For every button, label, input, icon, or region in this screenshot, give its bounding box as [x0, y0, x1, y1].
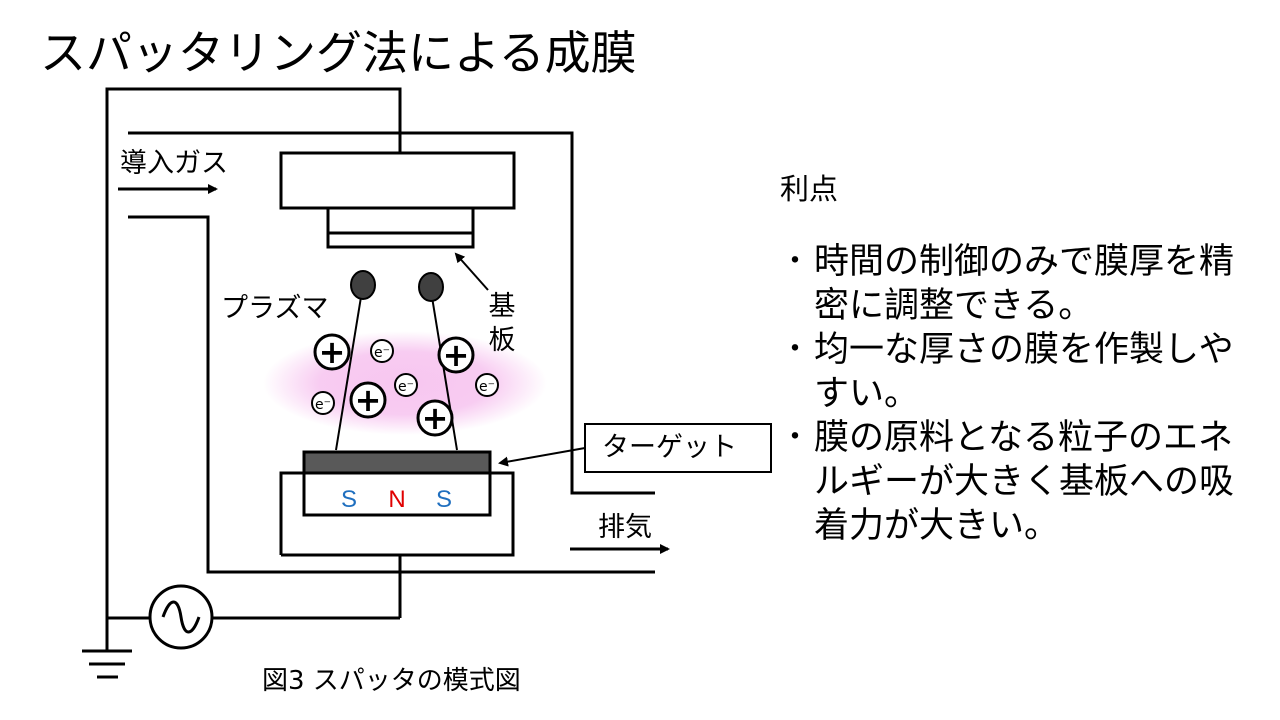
svg-text:e⁻: e⁻ — [479, 379, 495, 395]
substrate-pointer-arrow — [454, 252, 489, 291]
sputtered-particle — [350, 270, 376, 300]
svg-text:e⁻: e⁻ — [315, 397, 331, 413]
advantages-list: ・ 時間の制御のみで膜厚を精密に調整できる。 ・ 均一な厚さの膜を作製しやすい。… — [780, 240, 1254, 548]
svg-text:+: + — [422, 399, 449, 437]
ground-icon — [82, 618, 132, 679]
target-pointer-arrow — [498, 447, 586, 467]
ion-icon: + — [437, 336, 475, 374]
svg-text:e⁻: e⁻ — [398, 379, 414, 395]
ion-icon: + — [416, 399, 454, 437]
advantage-text: 時間の制御のみで膜厚を精密に調整できる。 — [814, 242, 1235, 326]
target-label: ターゲット — [602, 432, 737, 463]
electron-icon: e⁻ — [394, 373, 418, 397]
advantage-item: ・ 均一な厚さの膜を作製しやすい。 — [780, 328, 1254, 416]
svg-text:+: + — [355, 381, 382, 419]
ac-wave-icon — [161, 600, 201, 634]
bullet-mark: ・ — [780, 420, 810, 455]
advantage-item: ・ 膜の原料となる粒子のエネルギーが大きく基板への吸着力が大きい。 — [780, 416, 1254, 548]
exhaust-label: 排気 — [598, 512, 652, 543]
ion-icon: + — [349, 381, 387, 419]
particle-trajectory — [431, 296, 458, 451]
plasma-label: プラズマ — [221, 293, 329, 324]
target-label-box — [584, 423, 772, 473]
advantage-text: 膜の原料となる粒子のエネルギーが大きく基板への吸着力が大きい。 — [814, 418, 1235, 546]
svg-text:+: + — [319, 333, 346, 371]
ion-icon: + — [313, 333, 351, 371]
target — [302, 450, 492, 475]
electron-icon: e⁻ — [370, 339, 394, 363]
electron-icon: e⁻ — [311, 391, 335, 415]
svg-text:e⁻: e⁻ — [374, 345, 390, 361]
substrate-holder — [279, 151, 516, 210]
magnet-pole-s-right: S — [436, 486, 452, 513]
figure-caption: 図3 スパッタの模式図 — [262, 666, 521, 696]
svg-text:+: + — [443, 336, 470, 374]
magnet-pole-s-left: S — [341, 486, 357, 513]
substrate-plate — [326, 206, 475, 235]
substrate-label: 基板 — [488, 291, 516, 356]
bullet-mark: ・ — [780, 244, 810, 279]
particle-trajectory — [335, 296, 362, 451]
bullet-mark: ・ — [780, 332, 810, 367]
power-circuit — [105, 87, 402, 620]
substrate — [326, 231, 475, 249]
magnet — [302, 471, 492, 517]
slide-title: スパッタリング法による成膜 — [40, 26, 637, 80]
advantage-text: 均一な厚さの膜を作製しやすい。 — [814, 330, 1234, 414]
electron-icon: e⁻ — [475, 373, 499, 397]
advantage-item: ・ 時間の制御のみで膜厚を精密に調整できる。 — [780, 240, 1254, 328]
magnet-pole-n: N — [388, 486, 405, 513]
advantages-heading: 利点 — [780, 172, 839, 206]
sputtered-particle — [418, 272, 444, 302]
chamber-wall — [128, 131, 655, 574]
gas-inlet-label: 導入ガス — [120, 148, 228, 179]
